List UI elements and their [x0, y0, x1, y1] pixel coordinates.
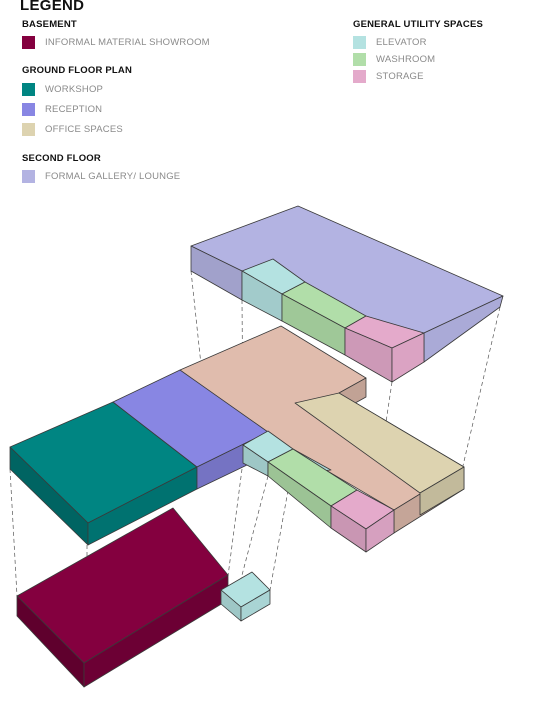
legend-swatch-washroom [353, 52, 366, 66]
legend-title: LEGEND [20, 0, 85, 14]
basement-elevator-block [220, 571, 271, 622]
leader-line [190, 270, 206, 403]
basement-showroom-block [16, 507, 229, 688]
legend-label-gallery: FORMAL GALLERY/ LOUNGE [45, 170, 181, 182]
legend-label-office: OFFICE SPACES [45, 123, 123, 135]
second-floor-block [190, 205, 504, 383]
legend-swatch-reception [22, 102, 35, 116]
legend-swatch-gallery [22, 169, 35, 183]
legend-item-washroom: WASHROOM [353, 51, 435, 67]
leader-line [461, 306, 501, 471]
legend-item-workshop: WORKSHOP [22, 81, 103, 97]
legend-group-basement-title: BASEMENT [22, 19, 77, 30]
legend-group-second-title: SECOND FLOOR [22, 153, 101, 164]
leader-line [235, 475, 269, 599]
legend-label-reception: RECEPTION [45, 103, 103, 115]
legend-item-showroom: INFORMAL MATERIAL SHOWROOM [22, 34, 210, 50]
legend-item-gallery: FORMAL GALLERY/ LOUNGE [22, 168, 180, 184]
storage-gf-front-face [365, 509, 395, 553]
elevator-front-face [240, 589, 271, 622]
ground-floor-plate [9, 325, 465, 553]
legend-label-washroom: WASHROOM [376, 53, 436, 65]
storage-2f-front-face [391, 332, 425, 383]
leader-line [227, 468, 243, 577]
legend-swatch-office [22, 122, 35, 136]
office-front-face [419, 466, 465, 516]
legend-swatch-storage [353, 69, 366, 83]
legend-item-reception: RECEPTION [22, 101, 102, 117]
legend-label-elevator: ELEVATOR [376, 36, 427, 48]
legend-label-storage: STORAGE [376, 70, 424, 82]
legend-swatch-showroom [22, 35, 35, 49]
legend-item-storage: STORAGE [353, 68, 424, 84]
leader-line [9, 468, 18, 597]
legend-swatch-workshop [22, 82, 35, 96]
legend-label-workshop: WORKSHOP [45, 83, 104, 95]
legend-item-office: OFFICE SPACES [22, 121, 123, 137]
legend-group-utility-title: GENERAL UTILITY SPACES [353, 19, 484, 30]
legend-label-showroom: INFORMAL MATERIAL SHOWROOM [45, 36, 210, 48]
legend-group-ground-title: GROUND FLOOR PLAN [22, 65, 133, 76]
legend-item-elevator: ELEVATOR [353, 34, 427, 50]
diagram-blocks [9, 205, 504, 688]
legend-swatch-elevator [353, 35, 366, 49]
